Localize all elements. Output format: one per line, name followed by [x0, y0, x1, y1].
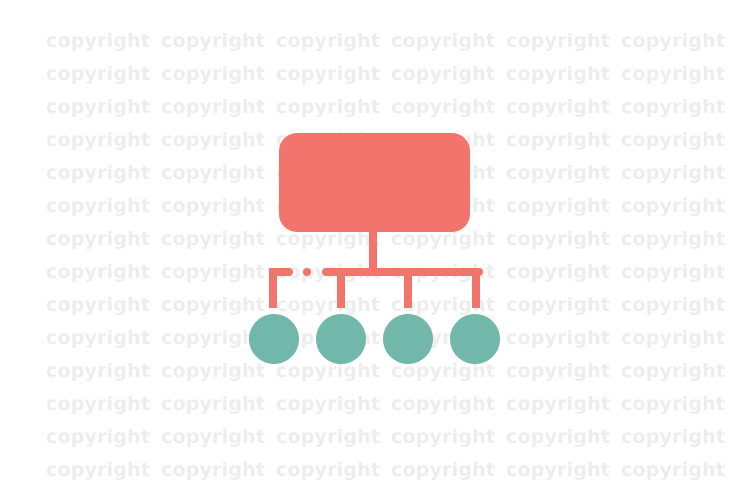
child-node-icon-2 [316, 314, 366, 364]
drop-connector-3 [404, 272, 412, 308]
bus-dot [303, 268, 311, 276]
parent-node-icon [279, 133, 470, 232]
trunk-connector [369, 231, 377, 273]
child-node-icon-1 [249, 314, 299, 364]
bus-segment-right [322, 268, 483, 276]
child-node-icon-4 [450, 314, 500, 364]
drop-connector-2 [337, 272, 345, 308]
child-node-icon-3 [383, 314, 433, 364]
drop-connector-1 [269, 268, 277, 308]
drop-connector-4 [472, 268, 480, 308]
